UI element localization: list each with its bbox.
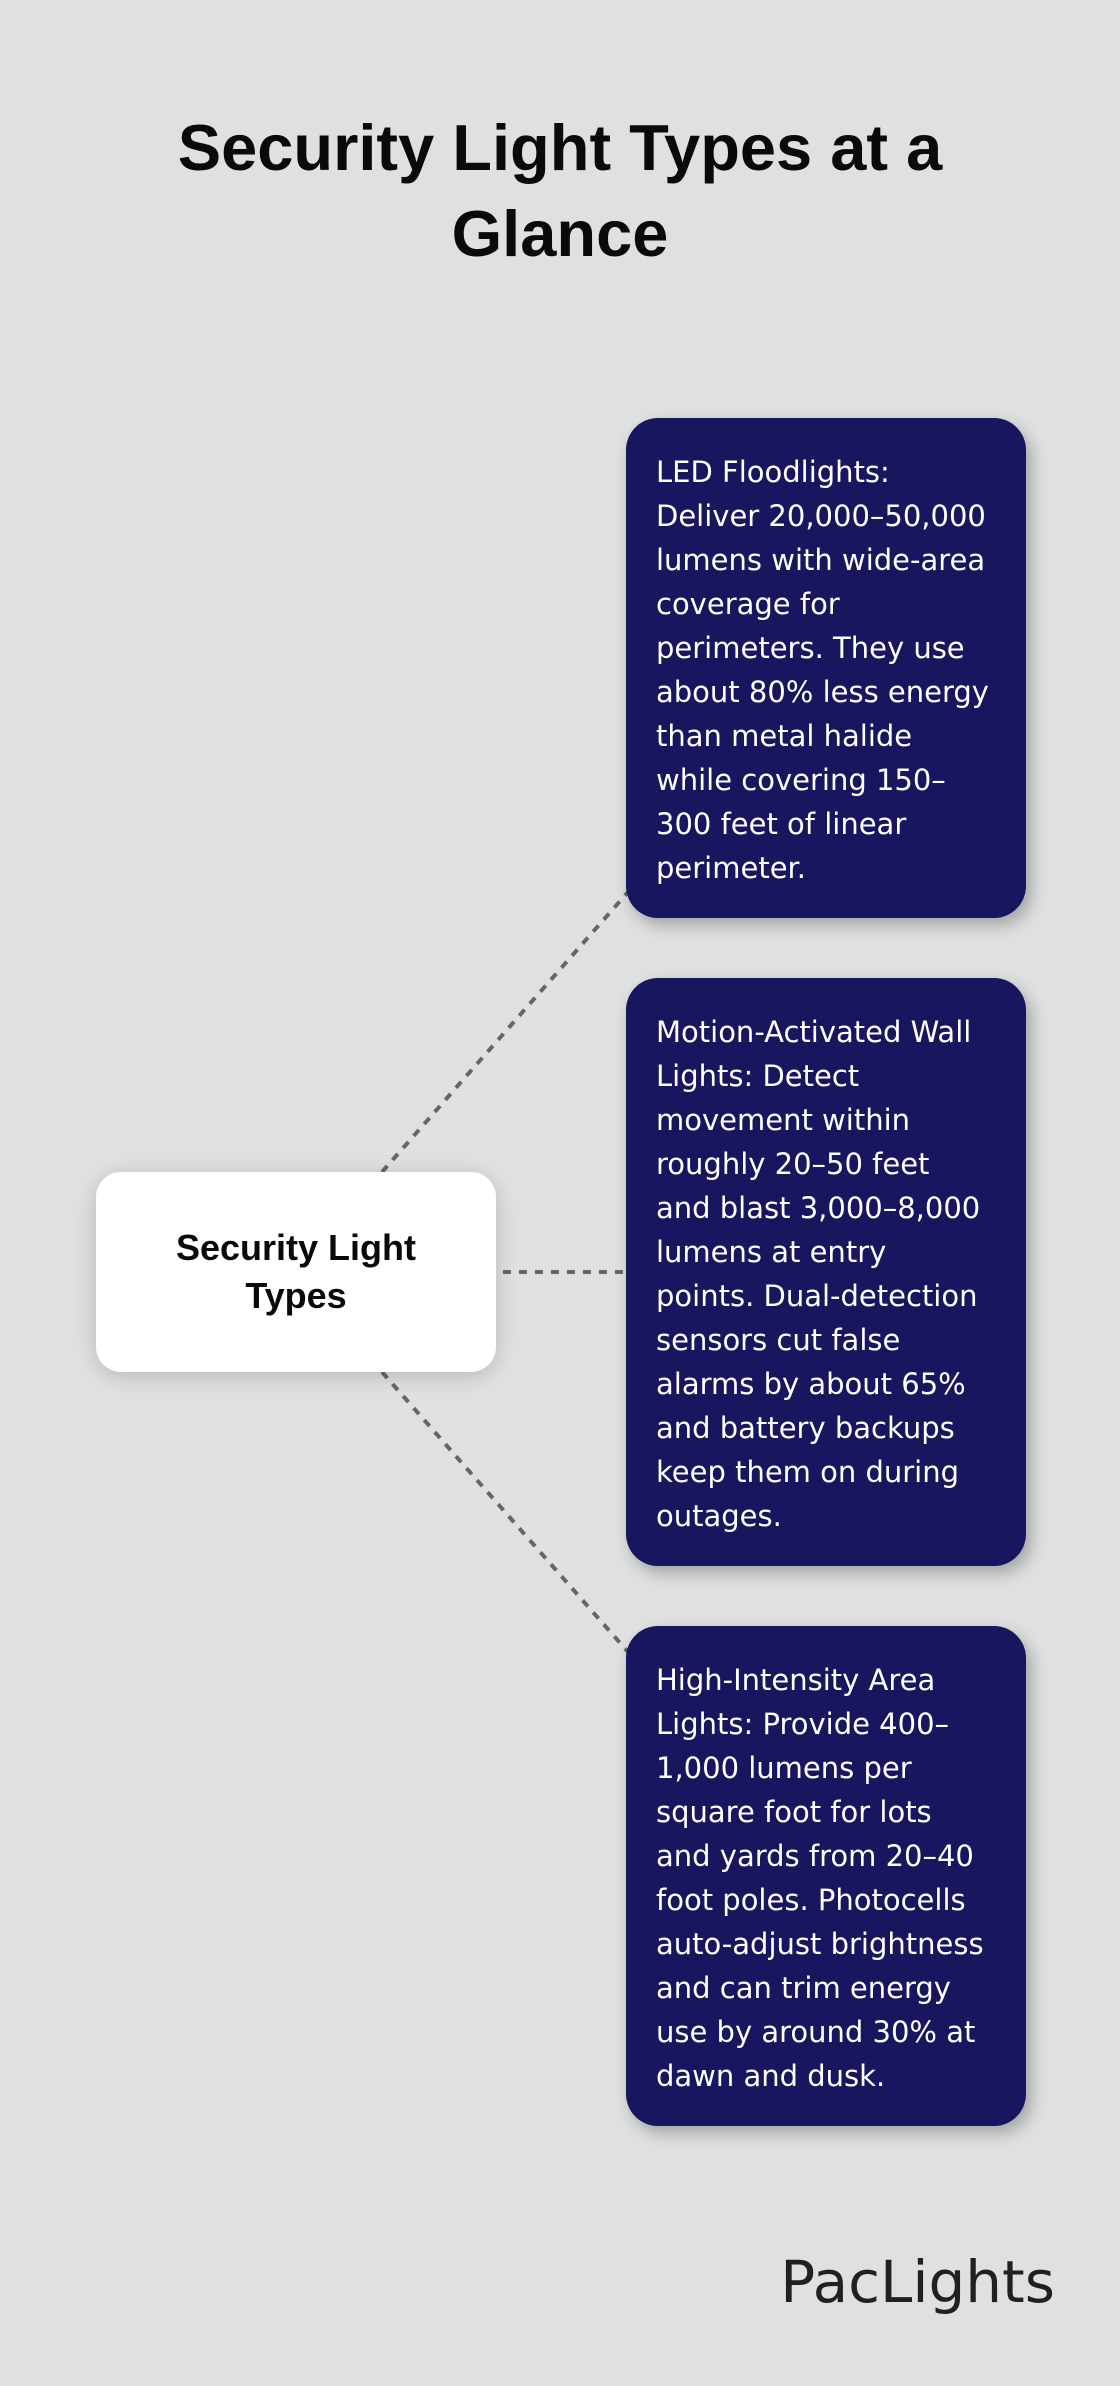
card-line: keep them on during (656, 1455, 960, 1489)
card-line: perimeters. They use (656, 631, 965, 665)
card-line: perimeter. (656, 851, 807, 885)
card-line: and can trim energy (656, 1971, 951, 2005)
card-line: Lights: Detect (656, 1059, 860, 1093)
center-node-security-light-types: Security Light Types (96, 1172, 496, 1372)
page-title-line-1: Security Light Types at a (177, 111, 943, 184)
card-line: LED Floodlights: (656, 455, 890, 489)
card-line: and yards from 20–40 (656, 1839, 974, 1873)
card-line: sensors cut false (656, 1323, 901, 1357)
card-line: roughly 20–50 feet (656, 1147, 930, 1181)
card-line: Lights: Provide 400– (656, 1707, 950, 1741)
card-line: coverage for (656, 587, 840, 621)
center-node-label-line-2: Types (245, 1275, 347, 1316)
page-title: Security Light Types at a Glance (0, 105, 1120, 277)
card-line: and battery backups (656, 1411, 955, 1445)
card-line: High-Intensity Area (656, 1663, 936, 1697)
card-motion-activated-wall-lights: Motion-Activated Wall Lights: Detect mov… (626, 978, 1026, 1566)
card-line: and blast 3,000–8,000 (656, 1191, 981, 1225)
card-line: Motion-Activated Wall (656, 1015, 972, 1049)
card-line: alarms by about 65% (656, 1367, 966, 1401)
card-led-floodlights: LED Floodlights: Deliver 20,000–50,000 l… (626, 418, 1026, 918)
card-line: lumens with wide-area (656, 543, 986, 577)
card-line: auto-adjust brightness (656, 1927, 984, 1961)
card-line: foot poles. Photocells (656, 1883, 966, 1917)
card-line: square foot for lots (656, 1795, 932, 1829)
paclights-logo: PacLights (780, 2248, 1055, 2316)
card-high-intensity-area-lights: High-Intensity Area Lights: Provide 400–… (626, 1626, 1026, 2126)
connector-to-led-floodlights (380, 890, 630, 1174)
card-line: while covering 150– (656, 763, 946, 797)
center-node-label-line-1: Security Light (175, 1227, 417, 1268)
card-line: movement within (656, 1103, 911, 1137)
connector-to-area-lights (380, 1370, 630, 1654)
card-line: use by around 30% at (656, 2015, 976, 2049)
card-line: 300 feet of linear (656, 807, 907, 841)
card-line: about 80% less energy (656, 675, 989, 709)
card-line: Deliver 20,000–50,000 (656, 499, 986, 533)
card-line: 1,000 lumens per (656, 1751, 912, 1785)
card-line: lumens at entry (656, 1235, 887, 1269)
page-title-line-2: Glance (451, 197, 669, 270)
card-line: than metal halide (656, 719, 913, 753)
card-line: points. Dual-detection (656, 1279, 978, 1313)
card-line: dawn and dusk. (656, 2059, 886, 2093)
card-line: outages. (656, 1499, 782, 1533)
